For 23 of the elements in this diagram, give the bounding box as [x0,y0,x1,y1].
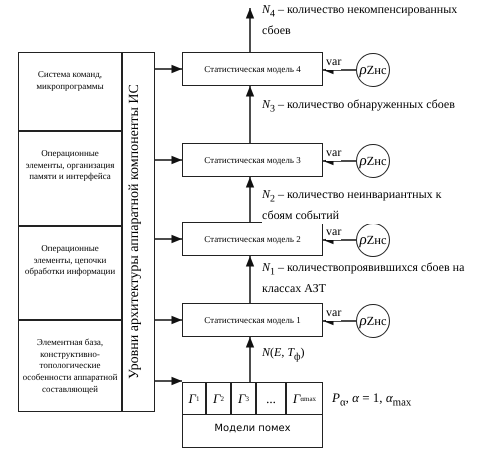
level-group-box [18,52,155,412]
arrow [155,234,182,244]
box-title: Модели помех [213,423,292,434]
level-box: Операционные элементы, организация памяти и интерфейса [18,131,122,226]
model-box: Статистическая модель 4 [182,52,323,86]
level-box: Элементная база, конструктивно-топологические особенности аппаратной составляющей [18,320,122,412]
model-box: Статистическая модель 2 [182,222,323,256]
arrow [246,8,254,52]
model-box: Статистическая модель 1 [182,303,323,337]
level-box: Операционные элементы, цепочки обработки информации [18,226,122,320]
arrow [246,337,254,382]
arrow [155,64,182,74]
arrow [155,376,182,386]
arrow [155,156,182,164]
arrow [246,256,254,303]
model-box: Статистическая модель 3 [182,143,323,177]
arrow [246,86,254,143]
arrow [155,316,182,324]
arrow [246,177,254,222]
vertical-title: Уровни архитектуры аппаратной компоненты ИС [127,84,143,382]
level-box: Система команд, микропрограммы [18,52,122,131]
noise-models-box [182,382,323,448]
noise-cell: ... [256,382,286,415]
